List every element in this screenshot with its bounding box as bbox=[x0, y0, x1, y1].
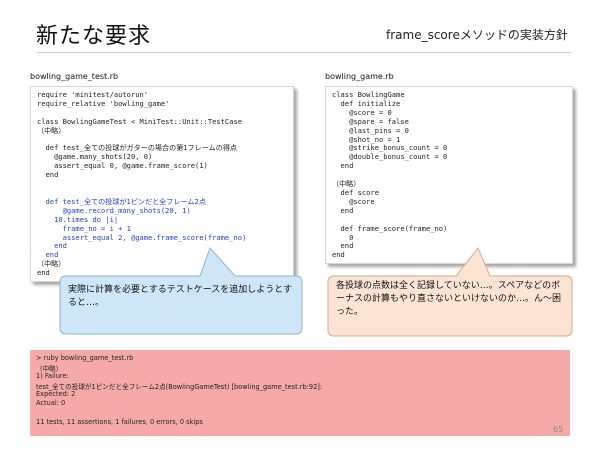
code-line: @score bbox=[332, 196, 375, 206]
code-line: @strike_bonus_count = 0 bbox=[332, 143, 448, 153]
code-line: require 'minitest/autorun' bbox=[37, 90, 149, 99]
code-line: @last_pins = 0 bbox=[332, 125, 409, 135]
right-code-panel: class BowlingGame def initialize @score … bbox=[325, 86, 573, 264]
code-line: （中略） bbox=[37, 259, 66, 269]
code-line: @game.record_many_shots(20, 1) bbox=[37, 205, 191, 215]
terminal-line: 1) Failure: bbox=[36, 372, 69, 380]
code-line: 10.times do |i| bbox=[37, 214, 119, 224]
page-number: 65 bbox=[553, 425, 564, 434]
code-line: @spare = false bbox=[332, 116, 409, 126]
code-line: end bbox=[332, 250, 345, 260]
code-line: （中略） bbox=[37, 125, 66, 135]
right-callout-text: 各投球の点数は全く記録していない…。スペアなどのボーナスの計算もやり直さないとい… bbox=[336, 281, 562, 317]
right-filename: bowling_game.rb bbox=[325, 72, 394, 81]
right-callout: 各投球の点数は全く記録していない…。スペアなどのボーナスの計算もやり直さないとい… bbox=[327, 244, 573, 337]
code-line: end bbox=[332, 205, 354, 215]
terminal-line: 11 tests, 11 assertions, 1 failures, 0 e… bbox=[36, 418, 203, 426]
code-line: end bbox=[37, 241, 67, 251]
code-line: @game.many_shots(20, 0) bbox=[37, 152, 153, 162]
left-code-panel: require 'minitest/autorun' require_relat… bbox=[30, 86, 294, 282]
code-line: assert_equal 2, @game.frame_score(frame_… bbox=[37, 232, 247, 242]
title-divider bbox=[36, 52, 572, 53]
right-code-block: class BowlingGame def initialize @score … bbox=[326, 87, 572, 264]
code-line: @shot_no = 1 bbox=[332, 134, 401, 144]
terminal-line: > ruby bowling_game_test.rb bbox=[36, 354, 134, 362]
code-line: end bbox=[37, 170, 59, 180]
left-callout: 実際に計算を必要とするテストケースを追加しようとすると…。 bbox=[59, 236, 303, 336]
left-filename: bowling_game_test.rb bbox=[30, 72, 119, 81]
terminal-line: Actual: 0 bbox=[36, 399, 66, 407]
code-line: class BowlingGameTest < MiniTest::Unit::… bbox=[37, 116, 242, 126]
code-line: 0 bbox=[332, 232, 354, 242]
code-line: class BowlingGame bbox=[332, 90, 405, 99]
code-line: end bbox=[332, 161, 354, 171]
code-line: （中略） bbox=[332, 179, 361, 189]
code-line: end bbox=[37, 250, 59, 260]
terminal-line: （中略） bbox=[36, 365, 63, 373]
code-line: assert_equal 0, @game.frame_score(1) bbox=[37, 161, 208, 171]
code-line: @double_bonus_count = 0 bbox=[332, 152, 448, 162]
slide-subtitle: frame_scoreメソッドの実装方針 bbox=[386, 28, 568, 42]
right-callout-shape bbox=[327, 247, 573, 337]
code-line: def test_全ての投球がガターの場合の第1フレームの得点 bbox=[37, 143, 238, 153]
left-callout-text: 実際に計算を必要とするテストケースを追加しようとすると…。 bbox=[68, 285, 293, 308]
slide-title: 新たな要求 bbox=[36, 24, 152, 49]
left-callout-shape bbox=[59, 247, 303, 335]
left-code-block: require 'minitest/autorun' require_relat… bbox=[31, 87, 293, 282]
code-line: @score = 0 bbox=[332, 107, 392, 117]
code-line: end bbox=[37, 268, 50, 278]
code-line: def score bbox=[332, 187, 379, 197]
code-line: end bbox=[332, 241, 354, 251]
code-line: def test_全ての投球が1ピンだと全フレーム2点 bbox=[37, 196, 206, 206]
terminal-output: > ruby bowling_game_test.rb （中略） 1) Fail… bbox=[30, 350, 570, 436]
terminal-line: test_全ての投球が1ピンだと全フレーム2点(BowlingGameTest)… bbox=[36, 383, 323, 391]
code-line: def initialize bbox=[332, 98, 401, 108]
terminal-line: Expected: 2 bbox=[36, 390, 76, 398]
code-line: def frame_score(frame_no) bbox=[332, 223, 448, 233]
code-line: require_relative 'bowling_game' bbox=[37, 98, 170, 108]
code-line: frame_no = i + 1 bbox=[37, 223, 131, 233]
